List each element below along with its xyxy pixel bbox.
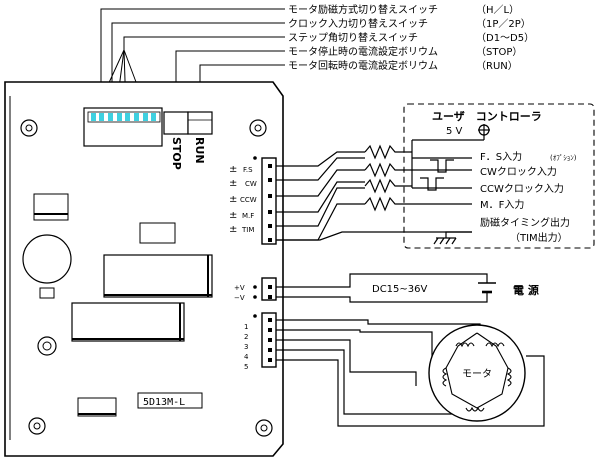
signal-tim: 励磁タイミング出力: [480, 216, 570, 229]
pin-4: 4: [244, 353, 249, 361]
switch-label-stop: モータ停止時の電流設定ボリウム: [288, 45, 438, 58]
pm-sign-fs: ±: [229, 164, 237, 175]
power-terminal-block: +V −V: [234, 277, 277, 302]
component-rect: [39, 287, 55, 299]
capacitor-icon: [22, 234, 72, 284]
power-label: 電 源: [513, 283, 539, 297]
pin-5: 5: [244, 363, 248, 371]
model-number: 5D13M-L: [143, 397, 185, 408]
signal-ccw: CCWクロック入力: [480, 182, 564, 195]
motor-symbol: モータ: [428, 324, 526, 422]
switch-label-excitation: モータ励磁方式切り替えスイッチ: [288, 3, 438, 16]
pm-sign-ccw: ±: [229, 194, 237, 205]
pin-mf: M.F: [242, 212, 254, 220]
switch-label-list: モータ励磁方式切り替えスイッチ （H／L） クロック入力切り替えスイッチ （1P…: [288, 3, 534, 72]
heatsink-rect: [103, 254, 213, 298]
switch-code-step: （D1～D5）: [476, 32, 534, 44]
switch-code-stop: （STOP）: [476, 46, 522, 58]
signal-mf: M．F入力: [480, 198, 524, 211]
pm-sign-cw: ±: [229, 178, 237, 189]
driver-board: STOP RUN 5D13M-L: [4, 81, 284, 457]
component-rect: [139, 222, 176, 244]
signal-terminal-block: F.S CW CCW M.F TIM ± ± ± ± ±: [229, 156, 277, 245]
mounting-hole-icon: [28, 417, 46, 435]
mounting-hole-icon: [255, 419, 273, 437]
switch-label-clock: クロック入力切り替えスイッチ: [288, 17, 428, 30]
pin-1: 1: [244, 323, 248, 331]
power-voltage: DC15~36V: [372, 284, 428, 295]
dip-switch: [83, 107, 163, 147]
signal-tim-note: （TIM出力）: [510, 231, 568, 244]
pin-3: 3: [244, 343, 248, 351]
signal-wires: [276, 134, 485, 245]
stop-label: STOP: [170, 137, 183, 170]
pin-minus-v: −V: [234, 294, 245, 302]
model-plate: [137, 392, 203, 409]
user-controller-box: ユーザ コントローラ 5 V F．S入力 (ｵﾌﾟｼｮﾝ) CWクロック入力 C…: [403, 103, 595, 249]
pm-sign-mf: ±: [229, 210, 237, 221]
pin-ccw: CCW: [240, 196, 257, 204]
pin-cw: CW: [245, 180, 257, 188]
signal-fs-note: (ｵﾌﾟｼｮﾝ): [550, 154, 577, 162]
run-label: RUN: [193, 137, 206, 164]
switch-label-step: ステップ角切り替えスイッチ: [288, 31, 418, 44]
heatsink-rect: [71, 302, 185, 342]
run-volume: [187, 111, 213, 135]
switch-code-run: （RUN）: [476, 60, 518, 72]
signal-cw: CWクロック入力: [480, 165, 557, 178]
pin-2: 2: [244, 333, 248, 341]
pin-plus-v: +V: [234, 284, 245, 292]
mounting-hole-icon: [249, 119, 267, 137]
switch-code-excitation: （H／L）: [476, 4, 519, 16]
component-rect: [33, 193, 69, 221]
signal-fs: F．S入力: [480, 150, 522, 163]
stop-volume: [163, 111, 189, 135]
pin-fs: F.S: [243, 166, 253, 174]
power-wiring: [276, 273, 496, 303]
controller-title: ユーザ コントローラ: [432, 110, 542, 123]
pin-tim: TIM: [241, 226, 254, 234]
component-rect: [77, 397, 117, 417]
supply-symbol-icon: [478, 124, 490, 136]
switch-code-clock: （1P／2P）: [476, 18, 531, 30]
mounting-hole-icon: [20, 119, 38, 137]
supply-voltage: 5 V: [446, 126, 463, 137]
motor-label: モータ: [462, 368, 492, 380]
pm-sign-tim: ±: [229, 224, 237, 235]
switch-label-run: モータ回転時の電流設定ボリウム: [288, 59, 438, 72]
